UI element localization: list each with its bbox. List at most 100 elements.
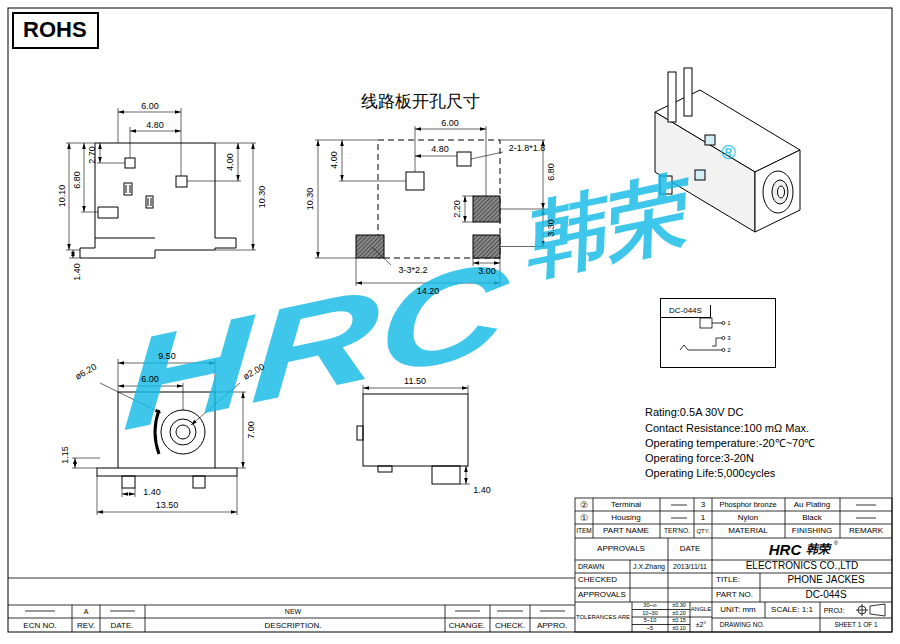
spec-note: Operating temperature:-20℃~70℃	[645, 438, 815, 449]
title-block-cell: PROJ:	[824, 607, 845, 614]
dimension: 6.00	[141, 102, 159, 111]
dimension: 4.80	[146, 121, 164, 130]
dimension: 4.80	[431, 145, 449, 154]
dimension: 9.50	[158, 352, 176, 361]
title-block-cell: APPROVALS	[578, 591, 626, 599]
watermark: 韩荣	[513, 171, 690, 285]
side-view	[357, 394, 468, 484]
bottom-view	[80, 143, 236, 258]
title-block-cell: TITLE:	[716, 576, 740, 584]
title-block-cell: 10~30	[642, 611, 657, 617]
watermark: HRC	[121, 240, 510, 450]
dimension-lines	[66, 108, 256, 258]
dimension: 10.30	[306, 188, 315, 211]
title-block-cell: ITEM	[576, 528, 592, 535]
pcb-layout	[356, 140, 500, 258]
spec-note: Operating Life:5,000cycles	[645, 468, 775, 479]
dimension: 2.70	[88, 146, 97, 164]
title-block-cell: DRAWING NO.	[720, 622, 765, 629]
title-block-cell: Nylon	[738, 514, 758, 522]
title-block-cell: DC-044S	[805, 590, 846, 600]
title-block-cell: ±0.10	[672, 626, 686, 632]
dimension: 1.40	[473, 486, 491, 495]
dimension: 3.30	[547, 219, 556, 237]
company-logo: HRC	[769, 542, 802, 557]
dimension: 11.50	[404, 377, 426, 386]
title-block-cell: APPROVALS	[597, 545, 645, 553]
schematic-box: DC-044S	[660, 298, 776, 368]
dimension: 6.00	[441, 119, 459, 128]
dimension: 1.40	[143, 488, 161, 497]
dimension: 4.00	[226, 153, 235, 171]
spec-note: Contact Resistance:100 mΩ Max.	[645, 423, 809, 434]
title-block-cell: DRAWN	[578, 563, 604, 570]
title-block-cell: QTY.	[696, 528, 709, 534]
title-block-cell: TOLERANCES ARE	[576, 614, 630, 620]
revision-block-grid	[8, 578, 575, 632]
title-block-cell: 5~10	[644, 618, 656, 624]
title-block-cell: UNIT: mm	[720, 606, 756, 614]
pin-number: 2	[727, 347, 730, 353]
revision-cell: APPRO.	[537, 622, 567, 630]
title-block-cell: PART NAME	[603, 527, 649, 535]
title-block-cell: 3	[701, 501, 705, 509]
dimension: 14.20	[417, 287, 440, 296]
dimension: 7.00	[247, 421, 256, 439]
title-block-grid	[575, 498, 892, 632]
title-block-cell: ELECTRONICS CO.,LTD	[746, 561, 859, 571]
title-block-cell: Black	[802, 514, 822, 522]
title-block-cell: FINISHING	[792, 527, 832, 535]
title-block-cell: MATERIAL	[728, 527, 767, 535]
pin-number: 3	[727, 335, 730, 341]
title-block-cell: REMARK	[849, 527, 883, 535]
title-block-cell: CHECKED	[578, 576, 617, 584]
title-block-cell: 2013/11/11	[673, 563, 707, 570]
title-block-cell: ±0.15	[672, 618, 686, 624]
spec-note: Rating:0.5A 30V DC	[645, 407, 743, 418]
box-label: DC-044S	[661, 305, 711, 318]
title-block-cell: ±0.30	[672, 603, 686, 609]
title-block-cell: PART NO.	[716, 591, 753, 599]
revision-cell: DESCRIPTION.	[265, 622, 322, 630]
revision-cell: CHANGE.	[449, 622, 485, 630]
dimension: ø6.20	[74, 362, 98, 381]
title-block-cell: ANGLE	[691, 606, 711, 612]
title-block-cell: ~5	[647, 626, 653, 632]
rohs-badge: ROHS	[12, 12, 99, 49]
dimension: 10.10	[58, 185, 67, 208]
title-block-cell: Housing	[611, 514, 640, 522]
title-block-cell: Terminal	[611, 501, 641, 509]
title-block-cell: Au Plating	[794, 501, 830, 509]
callout-note: 3-3*2.2	[398, 266, 427, 275]
drawing-frame	[8, 8, 892, 632]
dimension: 6.80	[73, 171, 82, 189]
pin-number: 1	[727, 320, 730, 326]
dimension-lines	[363, 385, 470, 484]
title-block-cell: ±0.20	[672, 611, 686, 617]
revision-cell: A	[84, 608, 89, 615]
title-block-cell: J.X.Zhang	[633, 563, 665, 570]
dimension: 1.40	[73, 263, 82, 281]
callout-note: 2-1.8*1.8	[509, 144, 546, 153]
dimension: 6.00	[141, 375, 159, 384]
dimension: 2.20	[453, 200, 462, 218]
revision-cell: ECN NO.	[23, 622, 56, 630]
title-block-cell: TER'NO.	[664, 528, 690, 535]
title-block-cell: ①	[580, 514, 588, 523]
box-label: ROHS	[23, 17, 88, 43]
dimension: 4.00	[330, 151, 339, 169]
title-block-cell: 1	[701, 514, 705, 522]
company-logo: 韩荣	[806, 543, 830, 555]
spec-note: Operating force:3-20N	[645, 453, 754, 464]
revision-cell: CHECK.	[495, 622, 525, 630]
revision-cell: NEW	[285, 608, 301, 615]
title-block-cell: 30~∞	[643, 603, 656, 609]
title-block-cell: SCALE: 1:1	[771, 606, 813, 614]
title-block-cell: SHEET 1 OF 1	[834, 622, 877, 629]
jack-schematic-symbol	[680, 318, 725, 352]
dimension: 10.30	[258, 186, 267, 209]
company-logo: ®	[834, 540, 838, 546]
dimension: 3.00	[478, 267, 496, 276]
view-heading: 线路板开孔尺寸	[361, 93, 480, 110]
dimension: 1.15	[61, 446, 70, 464]
